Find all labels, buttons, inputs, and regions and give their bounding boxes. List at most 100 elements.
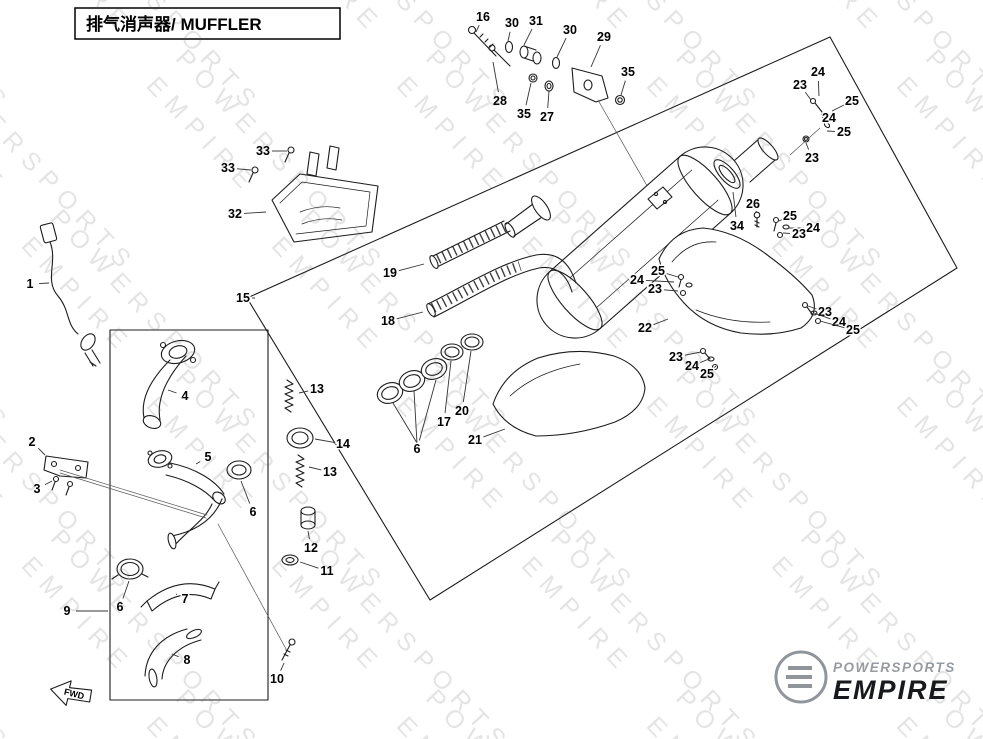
part-fastener-cluster-mid — [677, 273, 693, 297]
callout-19: 19 — [383, 266, 397, 280]
callout-13: 13 — [323, 465, 337, 479]
part-heat-shield-21 — [492, 350, 646, 437]
callout-leader-13 — [308, 466, 322, 471]
part-springs-13 — [284, 379, 305, 488]
callout-leader-1 — [38, 282, 50, 284]
callout-leader-22 — [653, 318, 669, 326]
part-fastener-cluster-right — [772, 216, 790, 239]
callout-leader-16 — [475, 24, 480, 33]
part-clamp-17 — [440, 343, 464, 361]
callout-leader-18 — [396, 311, 424, 320]
callout-7: 7 — [182, 592, 189, 606]
callout-leader-20 — [462, 350, 472, 403]
callout-1: 1 — [27, 277, 34, 291]
callout-32: 32 — [228, 207, 242, 221]
callout-leader-24 — [700, 358, 710, 363]
callout-30: 30 — [505, 16, 519, 30]
callout-8: 8 — [184, 653, 191, 667]
callout-25: 25 — [651, 264, 665, 278]
callout-20: 20 — [455, 404, 469, 418]
callout-24: 24 — [811, 65, 825, 79]
callout-6: 6 — [250, 505, 257, 519]
callout-leader-33 — [236, 168, 252, 171]
part-muffler-body — [536, 146, 744, 339]
callout-16: 16 — [476, 10, 490, 24]
callout-6: 6 — [414, 442, 421, 456]
part-ring-6b — [226, 460, 252, 480]
part-screw-10 — [281, 638, 296, 661]
part-heat-shield-32 — [271, 145, 379, 243]
callout-leader-28 — [492, 61, 499, 93]
callout-23: 23 — [805, 151, 819, 165]
callout-25: 25 — [845, 94, 859, 108]
part-elbow-pipe-8 — [144, 628, 202, 688]
part-gasket-ring-34 — [713, 159, 741, 189]
callout-leader-30 — [507, 31, 511, 42]
callout-leader-26 — [755, 210, 757, 213]
part-mid-pipe-5 — [147, 450, 226, 550]
callout-leader-23 — [804, 91, 812, 101]
fwd-arrow: FWD — [50, 680, 93, 706]
callout-leader-2 — [38, 448, 46, 456]
callout-leader-25 — [666, 273, 679, 278]
callout-leader-25 — [831, 104, 845, 112]
part-bolt-26 — [753, 211, 761, 228]
callout-5: 5 — [205, 450, 212, 464]
callout-23: 23 — [818, 305, 832, 319]
part-bracket-2-3 — [43, 455, 287, 650]
callout-9: 9 — [64, 604, 71, 618]
callout-leader-27 — [547, 90, 550, 109]
callout-10: 10 — [270, 672, 284, 686]
callout-18: 18 — [381, 314, 395, 328]
callout-21: 21 — [468, 433, 482, 447]
callout-12: 12 — [304, 541, 318, 555]
part-fastener-cluster-top-right — [789, 97, 831, 156]
callout-leader-23 — [805, 142, 810, 150]
callout-leader-24 — [645, 280, 675, 283]
callout-leader-10 — [280, 662, 285, 671]
fwd-label: FWD — [63, 687, 86, 702]
callout-29: 29 — [597, 30, 611, 44]
callout-leader-32 — [243, 211, 267, 214]
callout-3: 3 — [34, 482, 41, 496]
callout-25: 25 — [700, 367, 714, 381]
part-bolts-33 — [248, 146, 295, 183]
callout-leader-35 — [620, 80, 626, 96]
callout-leader-6 — [418, 379, 437, 441]
callout-leader-4 — [167, 389, 177, 394]
callout-leader-5 — [195, 461, 201, 465]
brand-logo-text-main: EMPIRE — [833, 675, 949, 705]
callout-24: 24 — [630, 273, 644, 287]
callout-13: 13 — [310, 382, 324, 396]
callout-leader-24 — [817, 80, 820, 97]
callout-leader-14 — [314, 438, 335, 443]
callout-35: 35 — [517, 107, 531, 121]
callout-leader-3 — [44, 480, 53, 486]
part-clamp-7 — [140, 581, 220, 612]
part-heat-shield-22 — [658, 227, 815, 335]
brand-logo-text-top: POWERSPORTS — [833, 660, 956, 675]
part-front-pipe-4 — [142, 339, 197, 429]
page-title: 排气消声器/ MUFFLER — [86, 14, 262, 34]
callout-leader-11 — [299, 561, 319, 569]
part-clamp-20 — [460, 333, 484, 351]
part-spacer-12 — [300, 506, 316, 530]
callout-17: 17 — [437, 415, 451, 429]
callout-25: 25 — [783, 209, 797, 223]
callout-31: 31 — [529, 14, 543, 28]
part-fastener-group-top — [467, 25, 651, 192]
callout-25: 25 — [846, 323, 860, 337]
callout-leader-17 — [444, 360, 452, 414]
callout-leader-12 — [307, 530, 310, 540]
callout-25: 25 — [837, 125, 851, 139]
title-box: 排气消声器/ MUFFLER — [74, 7, 341, 40]
brand-logo-mark — [774, 650, 828, 704]
callout-4: 4 — [182, 389, 189, 403]
part-clamp-6c — [111, 558, 149, 580]
callout-30: 30 — [563, 23, 577, 37]
callout-24: 24 — [822, 111, 836, 125]
callout-24: 24 — [806, 221, 820, 235]
callout-2: 2 — [29, 435, 36, 449]
